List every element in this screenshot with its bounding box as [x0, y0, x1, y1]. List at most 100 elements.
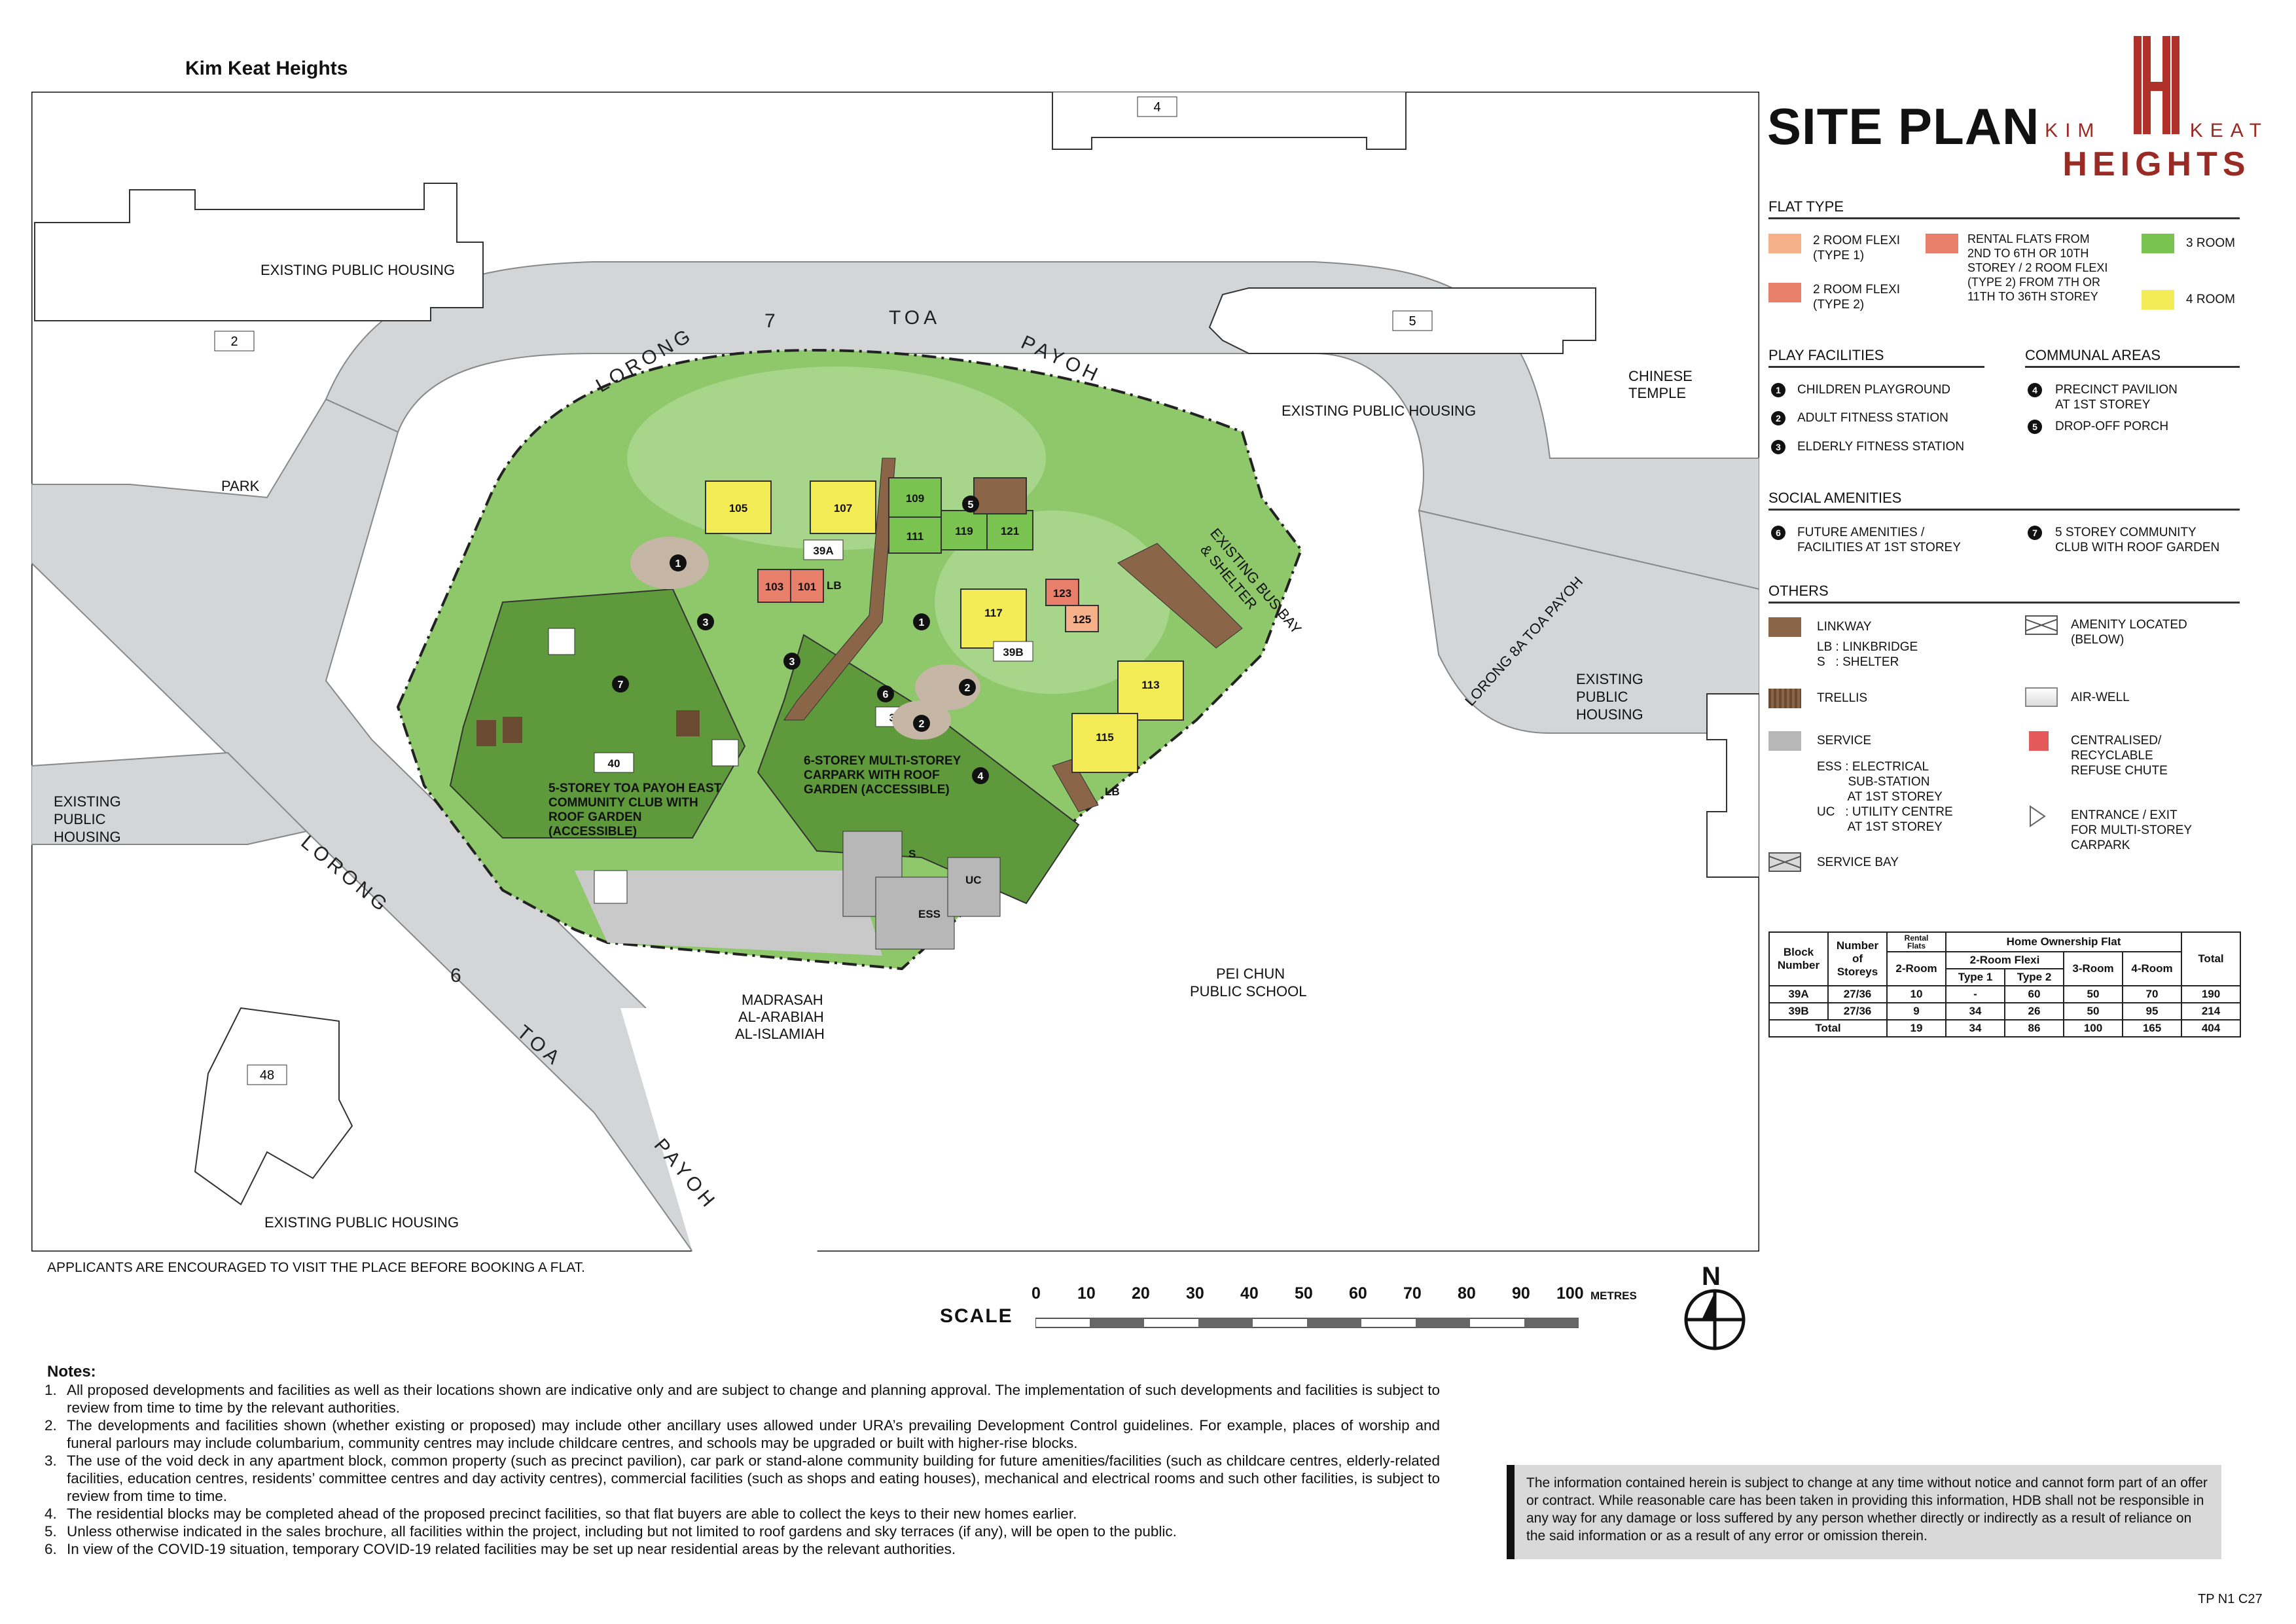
flat-type-heading: FLAT TYPE — [1768, 198, 2240, 219]
label-existing-housing-e-3: HOUSING — [1576, 706, 1643, 723]
label-existing-housing-e-2: PUBLIC — [1576, 689, 1628, 705]
legend-community-club: 5 STOREY COMMUNITY CLUB WITH ROOF GARDEN — [2055, 526, 2220, 554]
entrance-exit-icon — [2030, 805, 2046, 827]
label-existing-housing-nw: EXISTING PUBLIC HOUSING — [260, 262, 455, 278]
document-code: TP N1 C27 — [2198, 1592, 2263, 1606]
svg-text:4: 4 — [978, 771, 984, 782]
scale-tick: 10 — [1077, 1284, 1096, 1303]
legend-linkway-sub: LB : LINKBRIDGE S : SHELTER — [1817, 640, 1918, 669]
scale-tick: 90 — [1512, 1284, 1530, 1303]
svg-text:125: 125 — [1073, 613, 1091, 626]
scale-tick: 40 — [1240, 1284, 1259, 1303]
label-existing-housing-w-3: HOUSING — [54, 829, 121, 845]
note-item: 5.Unless otherwise indicated in the sale… — [45, 1523, 1177, 1540]
th-total: Total — [2181, 931, 2241, 986]
label-chinese-temple-2: TEMPLE — [1628, 385, 1686, 401]
legend-linkway: LINKWAY — [1817, 620, 1872, 634]
legend-3room: 3 ROOM — [2186, 236, 2235, 250]
block-tag-2: 2 — [230, 334, 238, 349]
scale-tick: 100 — [1556, 1284, 1584, 1303]
legend-adult-fitness: ADULT FITNESS STATION — [1797, 411, 1948, 425]
scale-tick: 20 — [1132, 1284, 1150, 1303]
svg-text:103: 103 — [765, 581, 783, 593]
block-tag-48: 48 — [260, 1068, 274, 1083]
note-item: 6.In view of the COVID-19 situation, tem… — [45, 1541, 956, 1557]
swatch-3room — [2142, 234, 2174, 253]
disclaimer-box: The information contained herein is subj… — [1507, 1465, 2221, 1559]
project-title: Kim Keat Heights — [185, 58, 348, 79]
legend-4room: 4 ROOM — [2186, 293, 2235, 306]
block-tag-4: 4 — [1153, 100, 1160, 115]
site-map: 4 2 5 48 5-STOREY TOA PAYOH EAST COMMUNI… — [31, 92, 1759, 1252]
play-facilities-heading: PLAY FACILITIES — [1768, 347, 1984, 368]
existing-block-48 — [194, 1007, 353, 1206]
lorong-8a-road — [1418, 509, 1759, 734]
svg-text:113: 113 — [1141, 679, 1159, 691]
legend-precinct-pavilion: PRECINCT PAVILION AT 1ST STOREY — [2055, 383, 2178, 412]
legend-children-playground: CHILDREN PLAYGROUND — [1797, 383, 1951, 397]
carpark-label-2: CARPARK WITH ROOF — [804, 768, 940, 782]
existing-block-2 — [34, 183, 484, 321]
kim-keat-heights-logo: KIM KEAT HEIGHTS — [2042, 36, 2271, 187]
swatch-rental — [1926, 234, 1958, 253]
scale-tick: 80 — [1458, 1284, 1476, 1303]
legend-refuse-chute: CENTRALISED/ RECYCLABLE REFUSE CHUTE — [2071, 734, 2168, 778]
scale-tick: 30 — [1186, 1284, 1204, 1303]
uc-label: UC — [965, 874, 982, 886]
th-storeys: Number of Storeys — [1827, 931, 1888, 986]
swatch-2room-type1 — [1768, 234, 1801, 253]
label-existing-housing-w-2: PUBLIC — [54, 811, 106, 827]
th-4room: 4-Room — [2122, 951, 2182, 986]
applicants-note: APPLICANTS ARE ENCOURAGED TO VISIT THE P… — [47, 1260, 585, 1275]
svg-text:6: 6 — [883, 689, 889, 700]
tag-39b: 39B — [1003, 646, 1023, 659]
legend-service: SERVICE — [1817, 734, 1872, 748]
west-road-branch — [31, 751, 308, 845]
community-club-label-1: 5-STOREY TOA PAYOH EAST — [548, 782, 722, 795]
site-plan-title: SITE PLAN — [1767, 98, 2040, 155]
legend-service-bay: SERVICE BAY — [1817, 856, 1899, 869]
label-chinese-temple-1: CHINESE — [1628, 368, 1693, 384]
legend-2room-type2: 2 ROOM FLEXI (TYPE 2) — [1813, 283, 1901, 312]
swatch-service-bay — [1768, 852, 1801, 872]
th-type1: Type 1 — [1945, 968, 2005, 986]
carpark-label-3: GARDEN (ACCESSIBLE) — [804, 783, 950, 797]
road-lorong7-3: TOA — [889, 307, 941, 329]
legend-2room-type1: 2 ROOM FLEXI (TYPE 1) — [1813, 234, 1901, 262]
label-existing-housing-sw: EXISTING PUBLIC HOUSING — [264, 1214, 459, 1231]
svg-text:105: 105 — [729, 502, 747, 514]
community-club-label-3: ROOF GARDEN — [548, 810, 642, 824]
community-club-roof — [449, 588, 746, 839]
community-club-label-2: COMMUNITY CLUB WITH — [548, 796, 698, 810]
svg-text:123: 123 — [1053, 587, 1071, 600]
svg-text:2: 2 — [919, 719, 925, 730]
label-existing-housing-ne: EXISTING PUBLIC HOUSING — [1282, 403, 1476, 419]
svg-text:119: 119 — [955, 525, 973, 537]
linkway-south — [1052, 759, 1099, 812]
legend-entrance-exit: ENTRANCE / EXIT FOR MULTI-STOREY CARPARK — [2071, 808, 2193, 852]
existing-block-e — [1706, 693, 1759, 878]
scale-tick: 70 — [1403, 1284, 1422, 1303]
th-type2: Type 2 — [2004, 968, 2064, 986]
legend-trellis: TRELLIS — [1817, 691, 1868, 705]
th-3room: 3-Room — [2063, 951, 2123, 986]
svg-text:115: 115 — [1096, 731, 1113, 744]
marker-2-icon: 2 — [1771, 411, 1785, 425]
logo-keat: KEAT — [2189, 120, 2269, 141]
scale-tick: 0 — [1031, 1284, 1041, 1303]
notes-heading: Notes: — [47, 1363, 96, 1380]
facility-markers: 1 1 2 2 3 3 4 5 6 7 — [612, 496, 989, 784]
svg-text:109: 109 — [906, 492, 924, 505]
flat-count-table: Block Number Number of Storeys Rental Fl… — [1768, 931, 2241, 1038]
existing-block-tags: 4 2 5 48 — [214, 96, 1433, 1085]
label-madrasah-1: MADRASAH — [742, 992, 823, 1008]
scale-bar — [1035, 1318, 1579, 1328]
marker-1-icon: 1 — [1771, 383, 1785, 397]
marker-6-icon: 6 — [1771, 526, 1785, 540]
label-existing-housing-w-1: EXISTING — [54, 793, 121, 810]
legend-future-amenities: FUTURE AMENITIES / FACILITIES AT 1ST STO… — [1797, 526, 1961, 554]
notes-list: 1.All proposed developments and faciliti… — [45, 1381, 1440, 1558]
